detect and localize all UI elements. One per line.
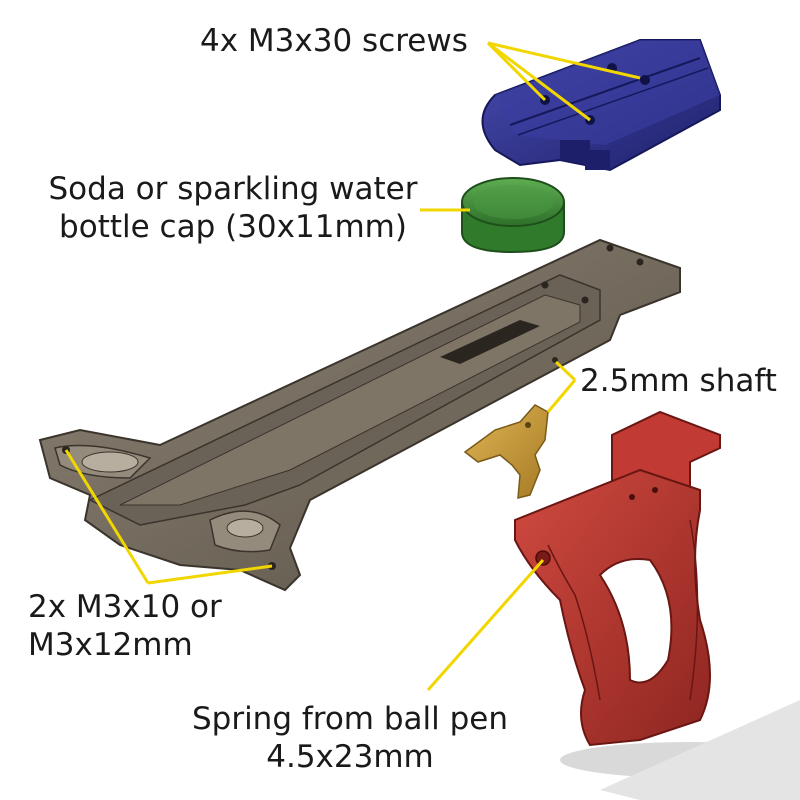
leader-small-screws-1 <box>64 449 150 584</box>
label-screws: 4x M3x30 screws <box>200 23 468 59</box>
rail-body-part <box>38 238 681 592</box>
label-small-screws: 2x M3x10 or M3x12mm <box>28 588 222 664</box>
grip-handle-part <box>514 410 721 747</box>
label-bottle-cap-line1: Soda or sparkling water <box>48 171 418 207</box>
label-bottle-cap-line2: bottle cap (30x11mm) <box>59 209 407 245</box>
label-spring: Spring from ball pen 4.5x23mm <box>150 700 550 776</box>
label-bottle-cap: Soda or sparkling water bottle cap (30x1… <box>28 170 438 246</box>
leader-spring <box>426 559 545 691</box>
label-small-screws-line2: M3x12mm <box>28 627 193 663</box>
leader-screws-2 <box>487 41 591 122</box>
label-spring-line2: 4.5x23mm <box>266 739 434 775</box>
floor-shadow <box>560 700 800 800</box>
leader-lines <box>64 41 641 691</box>
bottle-cap-part <box>461 177 565 254</box>
leader-small-screws-2 <box>147 564 273 585</box>
leader-shaft-2 <box>546 379 577 413</box>
label-spring-line1: Spring from ball pen <box>191 701 509 737</box>
top-clamp-part <box>481 39 721 172</box>
leader-screws <box>486 41 547 102</box>
leader-shaft-1 <box>554 360 577 382</box>
label-shaft: 2.5mm shaft <box>580 363 777 399</box>
leader-screws-3 <box>487 41 641 80</box>
label-small-screws-line1: 2x M3x10 or <box>28 589 222 625</box>
trigger-part <box>463 404 549 499</box>
